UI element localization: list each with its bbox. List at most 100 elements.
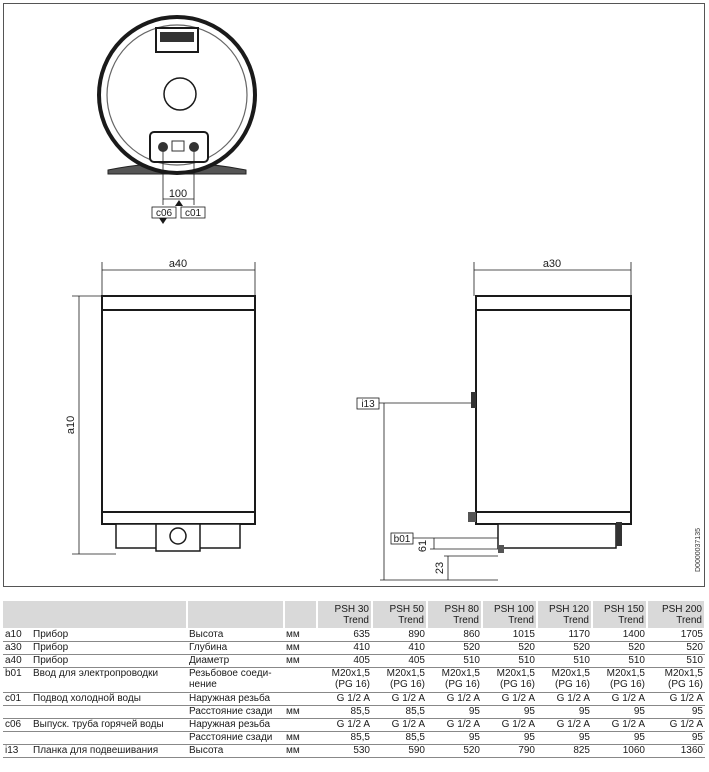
row-value: 790 (482, 744, 537, 758)
row-value: 95 (647, 705, 705, 719)
row-unit (284, 667, 317, 693)
row-value: 410 (317, 641, 372, 655)
row-code (3, 731, 31, 745)
row-value: 860 (427, 628, 482, 642)
row-value: G 1/2 A (482, 718, 537, 732)
row-value: G 1/2 A (427, 718, 482, 732)
row-unit: мм (284, 654, 317, 668)
row-unit (284, 692, 317, 706)
row-value: 95 (537, 705, 592, 719)
top-view: 100 c06 c01 (97, 15, 257, 224)
row-value: G 1/2 A (592, 718, 647, 732)
header-blank-2 (187, 601, 285, 629)
tag-i13-label: i13 (361, 399, 375, 410)
tank-inner-ring (106, 24, 248, 166)
row-value: 85,5 (317, 731, 372, 745)
cold-water-port (189, 142, 199, 152)
row-code: b01 (3, 667, 31, 693)
row-parameter: Резьбовое соеди-нение (187, 667, 284, 693)
dim-100-label: 100 (169, 188, 187, 200)
document-id: D0000037135 (695, 528, 702, 572)
row-value: 95 (427, 731, 482, 745)
row-value: M20x1,5 (PG 16) (482, 667, 537, 693)
row-value: 405 (372, 654, 427, 668)
row-code: a40 (3, 654, 31, 668)
dim-a10-label: a10 (65, 416, 77, 434)
row-value: 635 (317, 628, 372, 642)
row-name: Прибор (31, 641, 187, 655)
row-code: c01 (3, 692, 31, 706)
row-name: Прибор (31, 654, 187, 668)
row-value: G 1/2 A (647, 718, 705, 732)
tag-c01-label: c01 (185, 208, 202, 219)
row-value: 95 (482, 731, 537, 745)
header-blank-1 (3, 601, 188, 629)
row-value: 520 (427, 744, 482, 758)
row-value: M20x1,5 (PG 16) (372, 667, 427, 693)
front-bottom-cap (101, 511, 256, 525)
hot-water-port (158, 142, 168, 152)
center-opening (163, 77, 197, 111)
row-parameter: Наружная резьба (187, 692, 284, 706)
row-value: 510 (592, 654, 647, 668)
row-value: 520 (592, 641, 647, 655)
row-name: Прибор (31, 628, 187, 642)
row-value: 1705 (647, 628, 705, 642)
row-value: 410 (372, 641, 427, 655)
row-name: Выпуск. труба горячей воды (31, 718, 187, 732)
row-parameter: Наружная резьба (187, 718, 284, 732)
center-port (171, 140, 185, 152)
dim-a30-label: a30 (543, 258, 561, 270)
row-name: Планка для подвешивания (31, 744, 187, 758)
row-value: 825 (537, 744, 592, 758)
tag-c06-label: c06 (156, 208, 173, 219)
tag-b01-label: b01 (394, 534, 411, 545)
row-value: 510 (647, 654, 705, 668)
row-parameter: Высота (187, 744, 284, 758)
row-name (31, 731, 187, 745)
row-value: 530 (317, 744, 372, 758)
row-unit: мм (284, 744, 317, 758)
row-value: G 1/2 A (537, 718, 592, 732)
row-value: 1360 (647, 744, 705, 758)
drawing-canvas: 100 c06 c01 a40 a10 a30 (3, 3, 705, 587)
row-value: G 1/2 A (537, 692, 592, 706)
dim-61-label: 61 (417, 540, 429, 552)
side-base (497, 523, 617, 549)
row-value: 510 (427, 654, 482, 668)
row-parameter: Расстояние сзади (187, 705, 284, 719)
row-value: 95 (592, 705, 647, 719)
row-unit: мм (284, 628, 317, 642)
row-value: G 1/2 A (427, 692, 482, 706)
row-value: G 1/2 A (372, 718, 427, 732)
front-top-cap (101, 295, 256, 311)
dim-a40-label: a40 (169, 258, 187, 270)
row-name: Ввод для электропроводки (31, 667, 187, 693)
row-unit (284, 718, 317, 732)
row-value: 85,5 (317, 705, 372, 719)
row-code: i13 (3, 744, 31, 758)
row-value: 520 (482, 641, 537, 655)
row-value: 1060 (592, 744, 647, 758)
rear-bracket (468, 512, 476, 522)
side-top-cap (475, 295, 632, 311)
front-view: a40 a10 (65, 258, 256, 555)
row-code: c06 (3, 718, 31, 732)
side-view: a30 i13 b01 61 23 (356, 258, 632, 581)
row-value: 520 (427, 641, 482, 655)
arrow-up-c01 (175, 200, 183, 206)
row-value: 95 (592, 731, 647, 745)
row-value: M20x1,5 (PG 16) (317, 667, 372, 693)
row-unit: мм (284, 731, 317, 745)
